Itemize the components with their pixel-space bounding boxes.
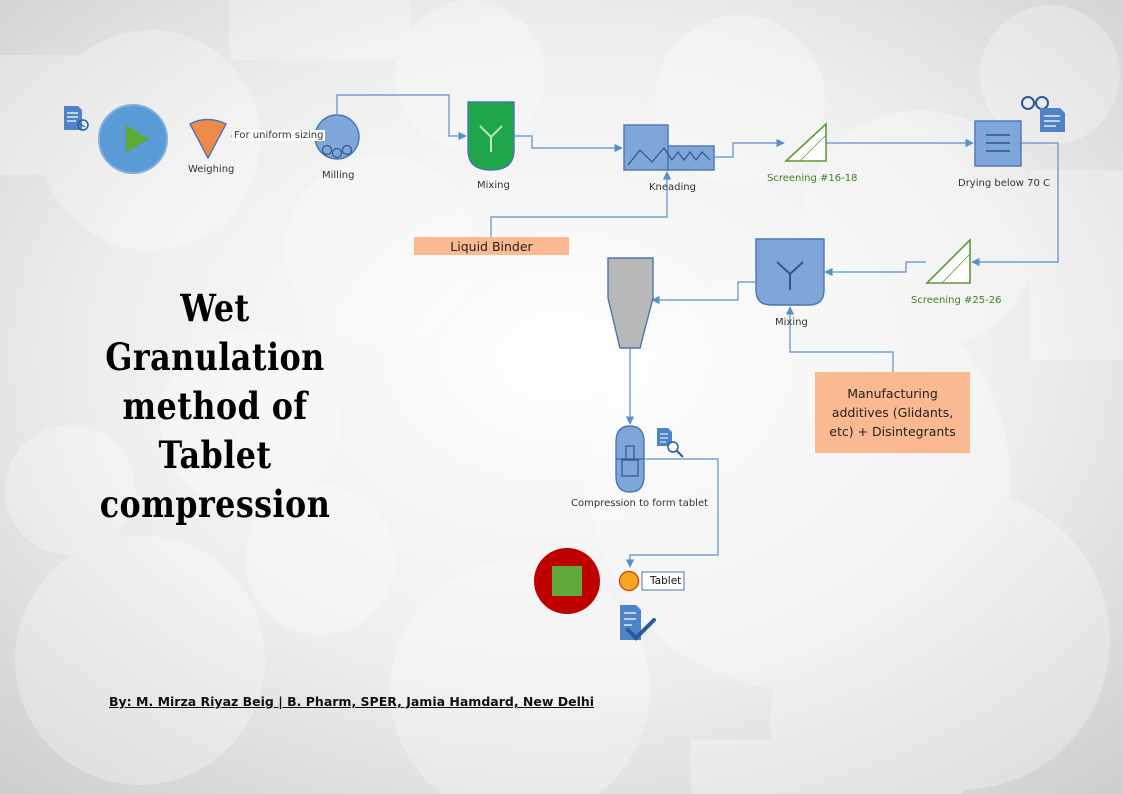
mixing-vessel-icon: [467, 101, 515, 171]
kneading-icon: [623, 124, 715, 171]
dryer-icon: [974, 120, 1022, 167]
mixing-vessel-icon: [755, 238, 825, 306]
milling-icon: [314, 114, 360, 160]
title-line: method of Tablet: [122, 384, 308, 477]
weighing-icon: [189, 118, 227, 160]
document-process-icon: [64, 106, 89, 131]
flow-screening-to-mixing: [824, 261, 926, 277]
additives-box: Manufacturing additives (Glidants, etc) …: [815, 372, 970, 453]
mixing-label: Mixing: [775, 317, 808, 328]
liquid-binder-box: Liquid Binder: [414, 237, 569, 255]
mixing-label: Mixing: [477, 180, 510, 191]
compression-label: Compression to form tablet: [571, 498, 709, 509]
hopper-icon: [607, 257, 654, 349]
document-search-icon: [657, 428, 684, 458]
page-title: Wet Granulation method of Tablet compres…: [82, 284, 349, 529]
title-line: compression: [99, 482, 331, 526]
flow-milling-to-mixing: [336, 94, 467, 141]
screening-icon: [783, 122, 827, 162]
flow-mixing-to-hopper: [651, 281, 755, 305]
milling-label: Milling: [322, 170, 355, 181]
approved-document-icon: [620, 605, 656, 641]
flow-mixing-to-kneading: [515, 135, 623, 153]
inspection-document-icon: [1021, 96, 1065, 132]
title-line: Wet Granulation: [105, 286, 325, 379]
compression-press-icon: [615, 425, 645, 493]
start-play-icon[interactable]: [98, 104, 168, 174]
additives-line: etc) + Disintegrants: [829, 424, 956, 439]
author-credit: By: M. Mirza Riyaz Beig | B. Pharm, SPER…: [109, 694, 595, 709]
stop-icon[interactable]: [534, 548, 600, 614]
flow-additives-to-mixing: [785, 306, 894, 372]
drying-label: Drying below 70 C: [958, 178, 1051, 189]
kneading-label: Kneading: [649, 182, 696, 193]
flow-compression-to-tablet: [625, 458, 719, 568]
tablet-label-box: [641, 571, 685, 591]
uniform-sizing-label: For uniform sizing: [232, 130, 326, 141]
screening-icon: [925, 238, 971, 284]
flow-kneading-to-screening: [714, 138, 785, 158]
weighing-label: Weighing: [188, 164, 235, 175]
tablet-icon: [618, 570, 640, 592]
flow-binder-to-kneading: [490, 171, 672, 237]
screening-label: Screening #16-18: [767, 173, 858, 184]
screening-label: Screening #25-26: [911, 295, 1002, 306]
flow-drying-to-screening: [971, 142, 1059, 267]
additives-line: additives (Glidants,: [831, 405, 954, 420]
tablet-label: Tablet: [650, 575, 682, 587]
additives-line: Manufacturing: [847, 386, 938, 401]
